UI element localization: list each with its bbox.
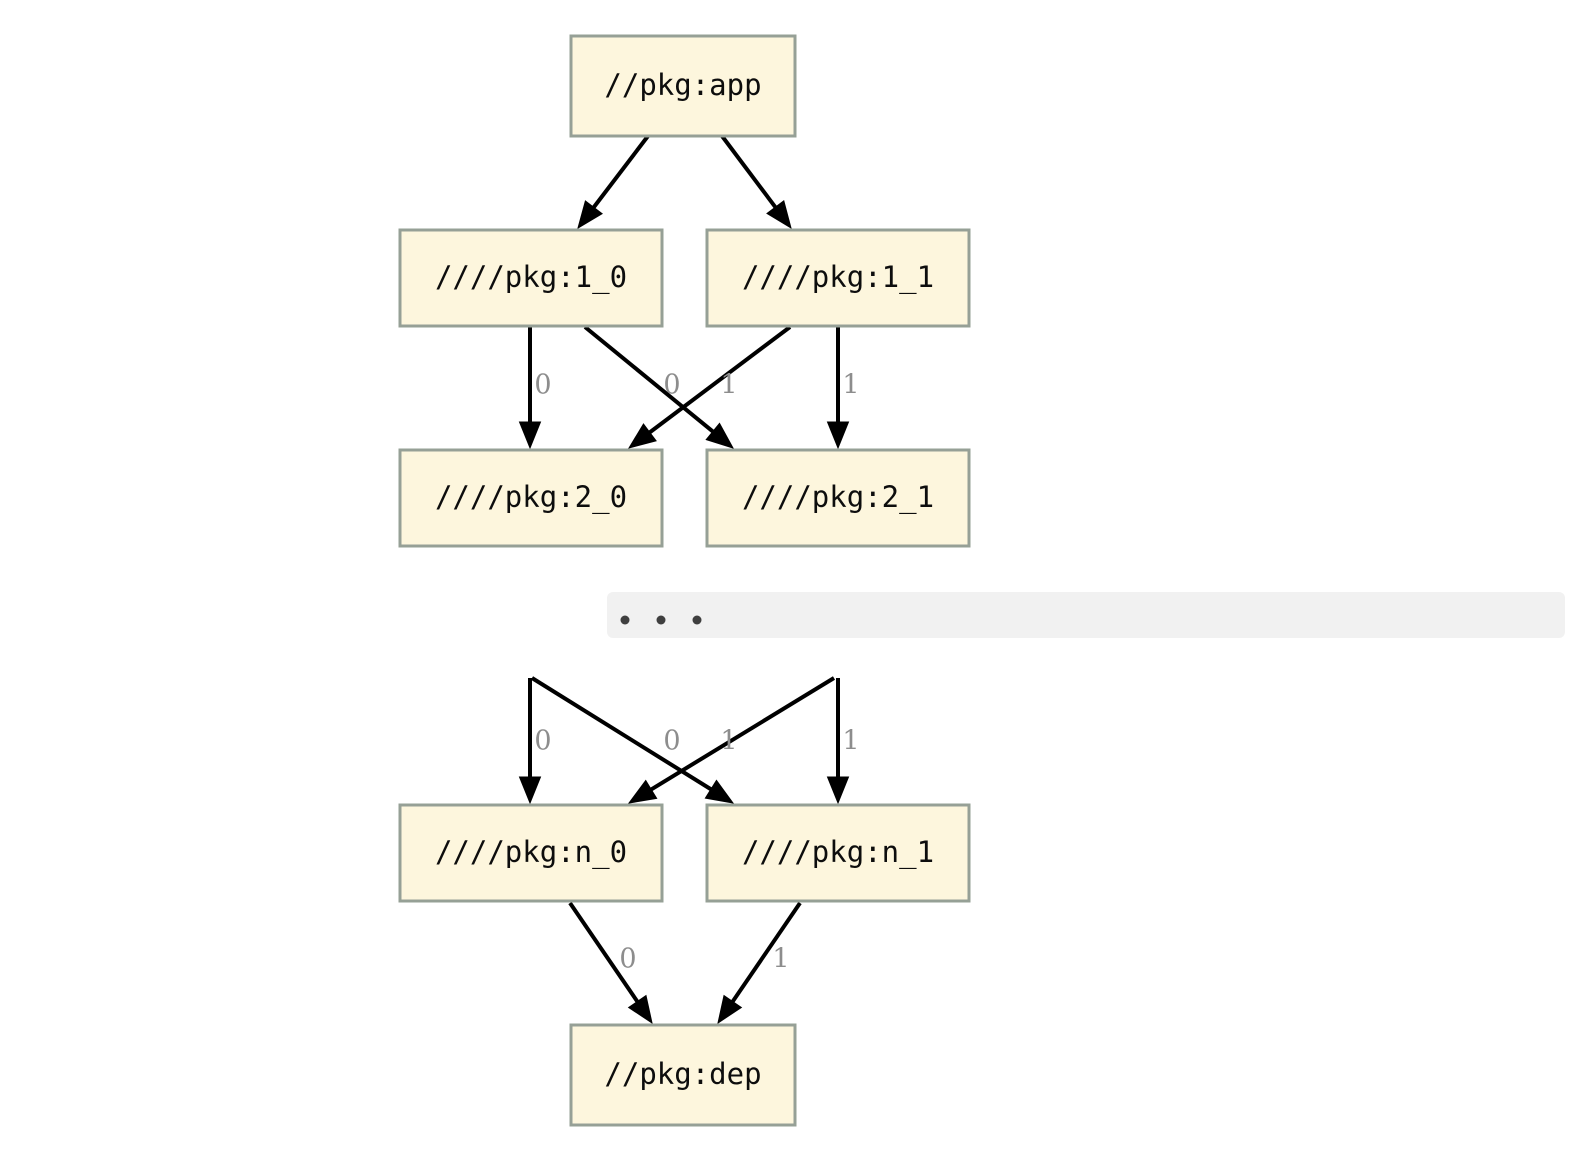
arrowhead-icon bbox=[627, 994, 653, 1025]
node-box[interactable] bbox=[398, 803, 664, 903]
node-label: ////pkg:1_0 bbox=[435, 260, 627, 295]
edge-app-to-1_1 bbox=[720, 134, 792, 230]
ellipsis-dot bbox=[656, 615, 666, 625]
arrowhead-icon bbox=[717, 994, 743, 1025]
node-box[interactable] bbox=[705, 803, 971, 903]
nodes-layer: //pkg:app ////pkg:1_0 ////pkg:1_1 ////pkg:2… bbox=[398, 34, 971, 1127]
elision-band bbox=[607, 592, 1565, 638]
node-box[interactable] bbox=[398, 448, 664, 548]
edge-label-n_1-to-dep: 1 bbox=[772, 944, 789, 975]
node-box[interactable] bbox=[569, 34, 797, 138]
arrowhead-icon bbox=[704, 779, 735, 804]
node-nn_0[interactable]: ////pkg:n_0 bbox=[398, 803, 664, 903]
arrowhead-icon bbox=[705, 422, 735, 449]
node-label: ////pkg:2_1 bbox=[742, 480, 934, 515]
edge-1_1-to-2_1 bbox=[826, 327, 850, 450]
node-label: ////pkg:2_0 bbox=[435, 480, 627, 515]
edge-line bbox=[728, 901, 802, 1006]
edge-n_1-to-dep bbox=[717, 901, 802, 1025]
edge-label-elided-to-n_1-b: 1 bbox=[842, 726, 859, 757]
node-label: //pkg:dep bbox=[604, 1057, 761, 1091]
edge-line bbox=[646, 676, 836, 794]
edge-label-1_1-to-2_1: 1 bbox=[842, 370, 859, 401]
edge-label-n_0-to-dep: 0 bbox=[619, 944, 636, 975]
edge-app-to-1_0 bbox=[577, 134, 650, 230]
edge-n_0-to-dep bbox=[568, 901, 653, 1025]
edge-label-elided-to-n_1: 0 bbox=[663, 726, 680, 757]
edge-label-elided-to-n_0-b: 1 bbox=[720, 726, 737, 757]
edge-label-1_1-to-2_0: 1 bbox=[720, 370, 737, 401]
edge-elided-to-n_1 bbox=[530, 676, 735, 804]
node-box[interactable] bbox=[569, 1023, 797, 1127]
arrowhead-icon bbox=[627, 423, 657, 449]
edge-1_0-to-2_0 bbox=[518, 327, 542, 450]
edge-1_1-to-2_0 bbox=[627, 325, 792, 449]
elision-band-layer bbox=[607, 592, 1565, 638]
edges-layer bbox=[518, 134, 850, 1025]
ellipsis-dot bbox=[692, 615, 702, 625]
node-label: ////pkg:n_1 bbox=[742, 835, 934, 870]
edge-line bbox=[589, 134, 650, 212]
node-nn_1[interactable]: ////pkg:n_1 bbox=[705, 803, 971, 903]
node-n1_0[interactable]: ////pkg:1_0 bbox=[398, 228, 664, 328]
arrowhead-icon bbox=[826, 421, 850, 450]
node-n1_1[interactable]: ////pkg:1_1 bbox=[705, 228, 971, 328]
edge-line bbox=[568, 901, 642, 1006]
node-app[interactable]: //pkg:app bbox=[569, 34, 797, 138]
edge-line bbox=[583, 325, 718, 436]
node-label: ////pkg:n_0 bbox=[435, 835, 627, 870]
edge-label-elided-to-n_0: 0 bbox=[534, 726, 551, 757]
edge-labels-layer: 0 0 1 1 0 0 1 1 0 1 bbox=[534, 370, 859, 975]
arrowhead-icon bbox=[577, 200, 603, 230]
edge-label-1_0-to-2_0: 0 bbox=[534, 370, 551, 401]
node-dep[interactable]: //pkg:dep bbox=[569, 1023, 797, 1127]
edge-elided-to-n_1-b bbox=[826, 678, 850, 805]
arrowhead-icon bbox=[627, 779, 658, 804]
edge-elided-to-n_0 bbox=[518, 678, 542, 805]
arrowhead-icon bbox=[826, 776, 850, 805]
edge-label-1_0-to-2_1: 0 bbox=[663, 370, 680, 401]
ellipsis-dot bbox=[620, 615, 630, 625]
node-box[interactable] bbox=[398, 228, 664, 328]
node-box[interactable] bbox=[705, 448, 971, 548]
edge-line bbox=[645, 325, 792, 437]
arrowhead-icon bbox=[518, 421, 542, 450]
edge-line bbox=[720, 134, 780, 212]
arrowhead-icon bbox=[766, 200, 792, 230]
edge-line bbox=[530, 676, 716, 794]
node-n2_0[interactable]: ////pkg:2_0 bbox=[398, 448, 664, 548]
node-box[interactable] bbox=[705, 228, 971, 328]
edge-1_0-to-2_1 bbox=[583, 325, 735, 449]
node-n2_1[interactable]: ////pkg:2_1 bbox=[705, 448, 971, 548]
arrowhead-icon bbox=[518, 776, 542, 805]
node-label: //pkg:app bbox=[604, 68, 761, 102]
edge-elided-to-n_0-b bbox=[627, 676, 836, 804]
node-label: ////pkg:1_1 bbox=[742, 260, 934, 295]
